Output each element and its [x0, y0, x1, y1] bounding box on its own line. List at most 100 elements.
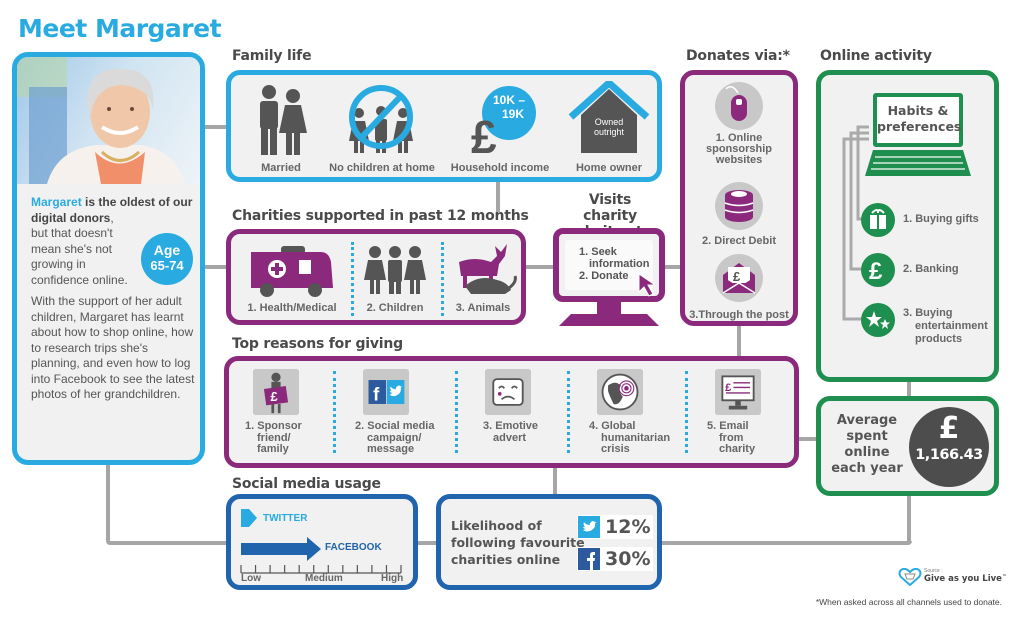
- twitter-usage-label: TWITTER: [263, 513, 308, 524]
- donate-label: 3.Through the post: [689, 309, 789, 321]
- income-badge: 10K – 19K: [489, 93, 529, 121]
- family-label: Married: [261, 162, 301, 174]
- social-usage-panel: TWITTER FACEBOOK Low Medium High: [226, 494, 418, 590]
- profile-intro-rest: but that doesn't mean she's not growing …: [31, 226, 128, 287]
- social-media-icon: f: [363, 369, 409, 415]
- average-spent-value: 1,166.43: [915, 447, 983, 463]
- family-item-no-children: No children at home: [323, 81, 441, 177]
- likelihood-line: Likelihood of: [451, 518, 542, 533]
- activity-label-line: entertainment: [915, 320, 988, 332]
- divider: [441, 242, 444, 316]
- facebook-icon: [578, 548, 600, 570]
- income-badge-line2: 19K: [501, 107, 524, 121]
- email-monitor-icon: £: [715, 369, 761, 415]
- laptop-keyboard-icon: [865, 150, 971, 176]
- reason-label-line: from: [719, 431, 744, 444]
- donate-label-line: websites: [715, 154, 763, 166]
- family-label: Household income: [450, 162, 550, 174]
- no-children-icon: [349, 85, 413, 153]
- scale-low: Low: [241, 573, 261, 584]
- activity-label-line: products: [915, 333, 963, 345]
- reasons-title: Top reasons for giving: [232, 336, 403, 352]
- woman-portrait-icon: [17, 57, 185, 184]
- facebook-likelihood: 30%: [577, 547, 653, 571]
- activity-item-banking: £ 2. Banking: [861, 253, 1001, 289]
- source-tm: ™: [1001, 574, 1007, 580]
- connector-line: [106, 462, 110, 544]
- twitter-usage-arrow: [241, 509, 257, 527]
- visits-item-1: 1. Seek: [579, 246, 617, 258]
- connector-line: [416, 541, 438, 545]
- family-item-income: £ 10K – 19K Household income: [445, 81, 555, 177]
- reason-label-line: humanitarian: [601, 431, 671, 444]
- activity-item-gifts: 1. Buying gifts: [861, 203, 1001, 239]
- donate-item-online: 1. Online sponsorship websites: [685, 81, 793, 166]
- svg-text:£: £: [733, 269, 741, 284]
- donate-label-line: 1. Online: [715, 132, 763, 144]
- reason-label-line: advert: [493, 431, 527, 444]
- donates-panel: 1. Online sponsorship websites 2. Direct…: [680, 70, 798, 326]
- sponsor-icon: £: [253, 369, 299, 415]
- reason-label-line: crisis: [601, 443, 630, 455]
- animals-icon: [459, 244, 517, 294]
- laptop-line2: preferences: [877, 119, 962, 134]
- facebook-usage-label: FACEBOOK: [325, 542, 382, 553]
- profile-card: Margaret is the oldest of our digital do…: [12, 52, 205, 465]
- income-badge-line1: 10K –: [492, 93, 526, 107]
- profile-text: Margaret is the oldest of our digital do…: [31, 195, 196, 403]
- divider: [567, 371, 570, 453]
- mouse-icon: [715, 82, 763, 130]
- svg-text:£: £: [471, 111, 497, 156]
- family-life-title: Family life: [232, 48, 312, 64]
- laptop-screen: Habits & preferences: [873, 93, 963, 147]
- cursor-icon: [638, 273, 657, 297]
- reason-label-line: 4. Global: [589, 420, 636, 432]
- visits-item-2: 2. Donate: [579, 270, 629, 282]
- source-prefix: Source :: [924, 568, 943, 574]
- twitter-pct: 12%: [605, 516, 651, 538]
- svg-text:£: £: [725, 382, 732, 394]
- connector-line: [907, 492, 911, 545]
- charity-item-children: 2. Children: [355, 242, 435, 314]
- connector-line: [737, 322, 741, 360]
- likelihood-line: charities online: [451, 552, 561, 567]
- connector-line: [796, 437, 822, 441]
- family-item-married: Married: [239, 81, 323, 177]
- charities-panel: 1. Health/Medical 2. Children 3. Animals: [226, 229, 526, 325]
- svg-text:£: £: [869, 258, 883, 285]
- envelope-icon: £: [715, 254, 763, 302]
- reason-label-line: message: [367, 443, 415, 455]
- profile-intro-bold: is the oldest of our digital donors: [31, 195, 193, 225]
- family-item-home: Owned outright Home owner: [561, 81, 657, 177]
- connector-line: [662, 265, 684, 269]
- online-activity-title: Online activity: [820, 48, 932, 64]
- reason-label-line: 2. Social media: [355, 420, 435, 432]
- donate-item-post: £ 3.Through the post: [685, 253, 793, 321]
- social-usage-title: Social media usage: [232, 476, 381, 492]
- home-badge-line2: outright: [593, 127, 625, 137]
- reason-label-line: friend/: [257, 431, 291, 444]
- charity-item-health: 1. Health/Medical: [237, 242, 347, 314]
- sad-face-icon: [485, 369, 531, 415]
- monitor-screen-inner: 1. Seek information 2. Donate: [565, 240, 653, 290]
- charity-item-animals: 3. Animals: [445, 242, 521, 314]
- reason-label-line: 3. Emotive: [483, 420, 539, 432]
- donate-label: 1. Online sponsorship websites: [685, 133, 793, 166]
- source-logo: Source : Give as you Live™: [898, 568, 1008, 588]
- charity-label: 3. Animals: [455, 302, 511, 314]
- connector-line: [200, 265, 230, 269]
- reason-label-line: campaign/: [367, 431, 422, 444]
- globe-target-icon: [597, 369, 643, 415]
- facebook-usage-arrow: [241, 537, 321, 561]
- monitor-screen: 1. Seek information 2. Donate: [553, 228, 665, 302]
- home-badge: Owned outright: [585, 117, 633, 137]
- reason-label-line: 5. Email: [707, 420, 749, 432]
